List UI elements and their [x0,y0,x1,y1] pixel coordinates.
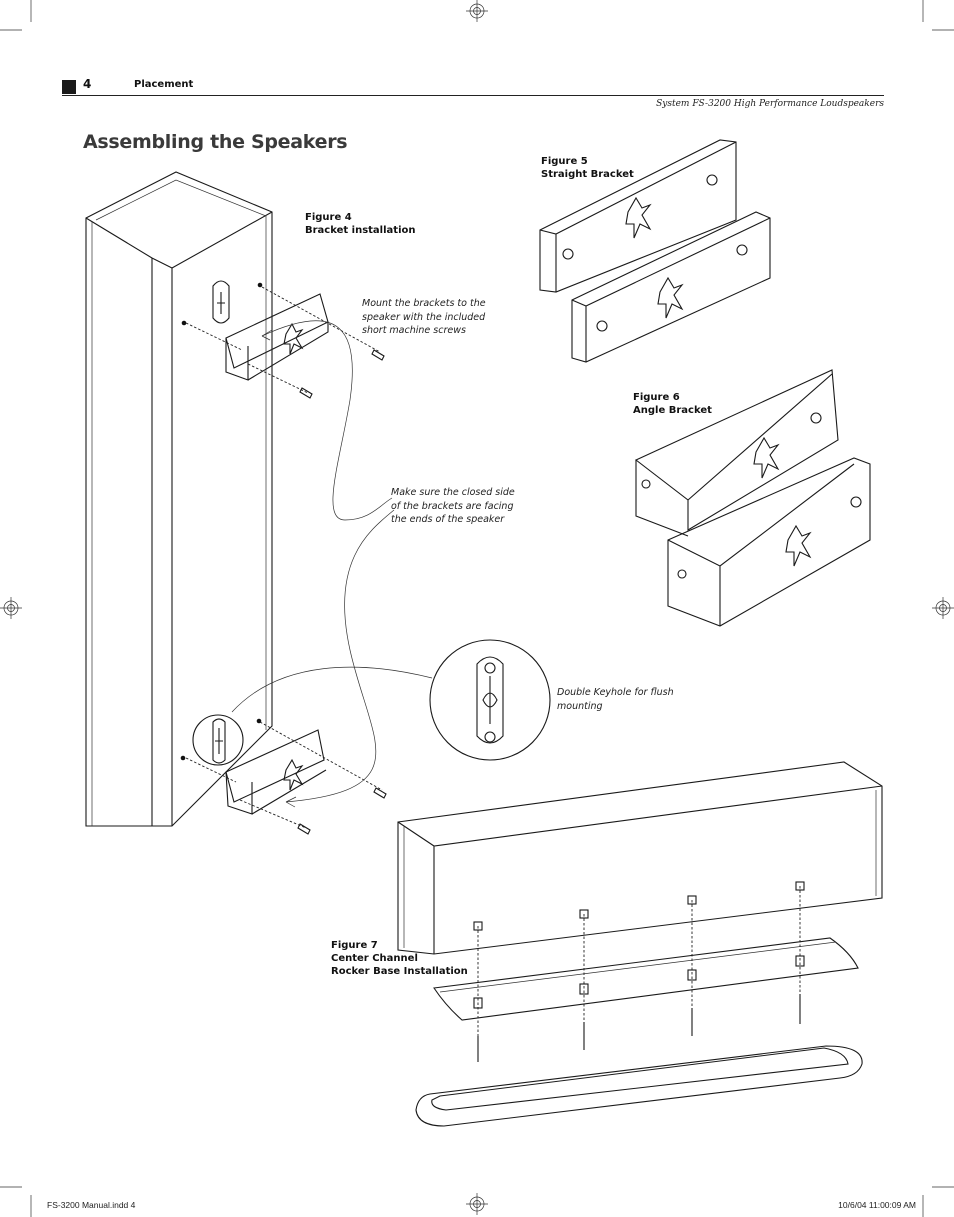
note-line: Mount the brackets to the [362,298,486,309]
screw-drop-lines [473,881,805,1062]
figure-6-label: Figure 6 Angle Bracket [633,391,712,417]
registration-mark-top [466,0,488,22]
note-line: speaker with the included [362,311,486,323]
figure-7-caption-line1: Center Channel [331,953,418,964]
note-line: Double Keyhole for flush [557,687,674,698]
figure-4-caption: Bracket installation [305,225,416,236]
note-keyhole: Double Keyhole for flush mounting [557,686,674,713]
header-rule [62,95,884,96]
page-number: 4 [83,77,92,91]
note-line: short machine screws [362,325,466,336]
header-marker-block [62,80,76,94]
figure-6-number: Figure 6 [633,392,680,403]
bracket-installation-top [185,286,385,399]
straight-bracket-drawing [539,139,771,363]
note-line: Make sure the closed side [391,487,515,498]
figure-5-label: Figure 5 Straight Bracket [541,155,634,181]
document-subtitle: System FS-3200 High Performance Loudspea… [656,99,884,109]
bracket-installation-bottom [185,721,387,835]
angle-bracket-drawing [634,369,871,627]
note-line: of the brackets are facing [391,500,514,512]
section-name: Placement [134,79,194,90]
callout-line-closed-side [261,320,393,521]
figure-4-label: Figure 4 Bracket installation [305,211,415,237]
registration-mark-bottom [466,1193,488,1215]
footer-file-name: FS-3200 Manual.indd 4 [47,1200,136,1210]
footer-timestamp: 10/6/04 11:00:09 AM [838,1200,916,1210]
callout-line-keyhole [231,666,433,713]
figure-7-number: Figure 7 [331,940,378,951]
registration-mark-right [932,597,954,619]
figure-4-number: Figure 4 [305,212,352,223]
figure-7-caption-line2: Rocker Base Installation [331,966,468,977]
rocker-base-drawing [433,937,859,1021]
figure-5-number: Figure 5 [541,156,588,167]
figure-7-label: Figure 7 Center Channel Rocker Base Inst… [331,939,468,978]
note-line: mounting [557,700,603,712]
rocker-base-pad-drawing [415,1045,863,1127]
note-mount-brackets: Mount the brackets to the speaker with t… [362,297,486,338]
figure-6-caption: Angle Bracket [633,405,712,416]
registration-mark-left [0,597,22,619]
figure-5-caption: Straight Bracket [541,169,634,180]
callout-line-closed-side-bottom [285,509,395,803]
note-closed-side: Make sure the closed side of the bracket… [391,486,515,527]
note-line: the ends of the speaker [391,514,505,525]
keyhole-detail-drawing [429,639,551,761]
center-channel-speaker-drawing [397,761,883,955]
speaker-tower-drawing [85,171,273,827]
page-title: Assembling the Speakers [83,131,348,153]
